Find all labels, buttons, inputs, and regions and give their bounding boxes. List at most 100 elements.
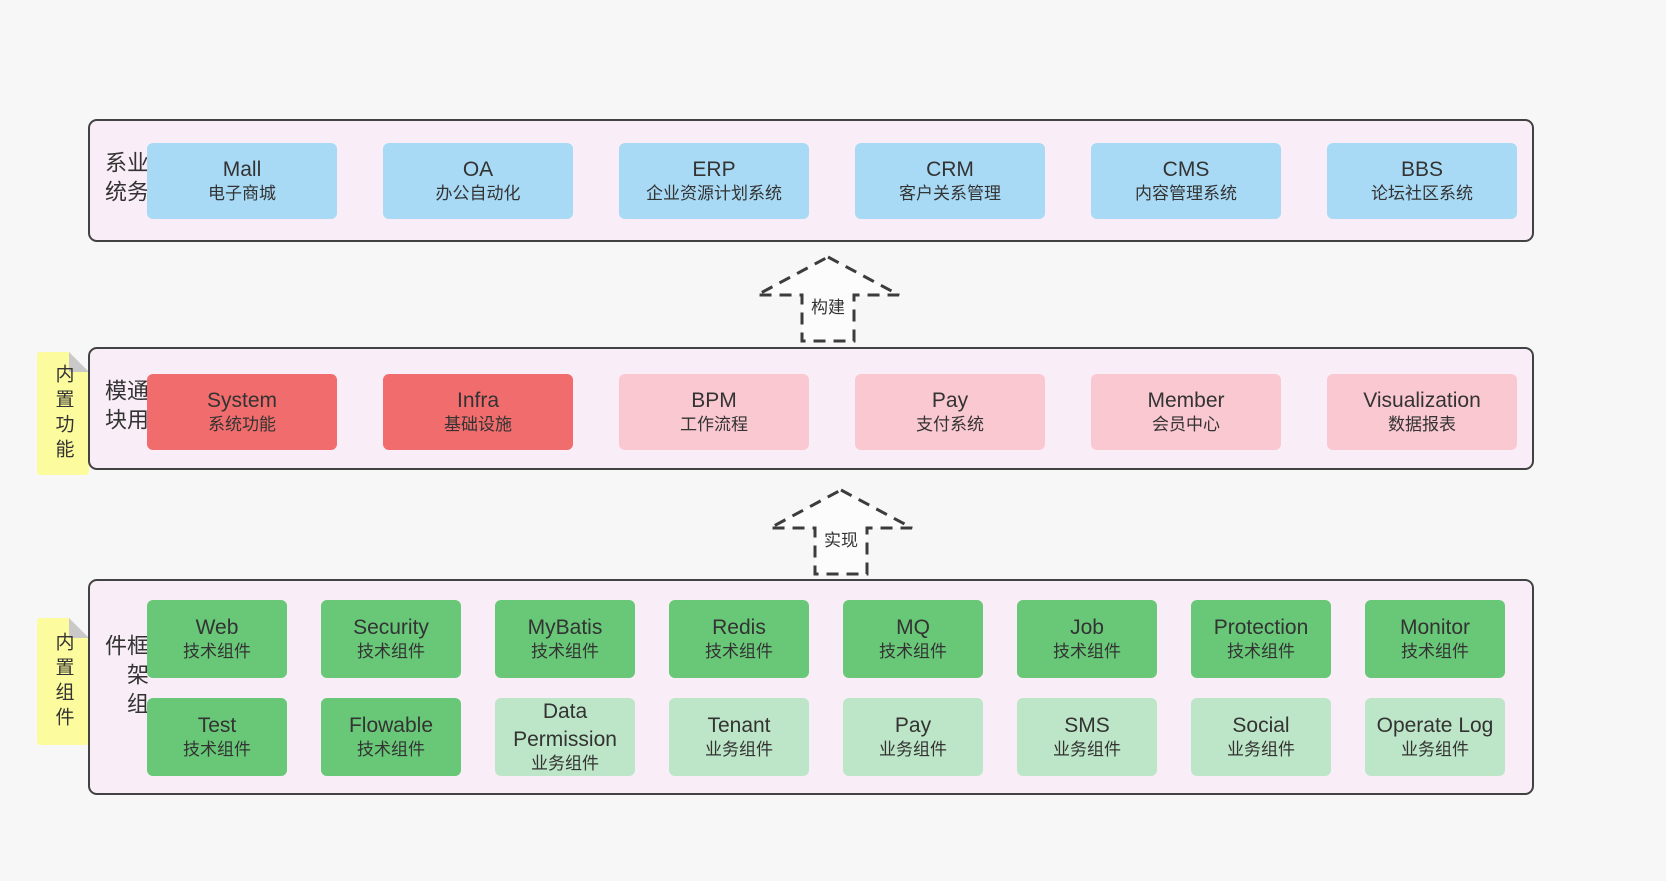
box-job: Job 技术组件 — [1017, 600, 1157, 678]
box-subtitle: 办公自动化 — [435, 184, 521, 204]
box-visualization: Visualization 数据报表 — [1327, 374, 1517, 450]
box-title: Mall — [222, 157, 262, 181]
note-folded-corner-icon — [69, 352, 89, 372]
box-subtitle: 数据报表 — [1388, 415, 1456, 435]
box-mybatis: MyBatis 技术组件 — [495, 600, 635, 678]
sticky-note-built-in-components: 内置组件 — [37, 618, 89, 745]
box-title: OA — [462, 157, 494, 181]
layer-framework-components: 框架组件 Web 技术组件 Security 技术组件 MyBatis 技术组件 Redis… — [88, 579, 1534, 795]
box-social: Social 业务组件 — [1191, 698, 1331, 776]
box-subtitle: 系统功能 — [208, 415, 276, 435]
box-subtitle: 业务组件 — [1053, 740, 1121, 760]
box-crm: CRM 客户关系管理 — [855, 143, 1045, 219]
box-subtitle: 技术组件 — [705, 642, 773, 662]
box-title: Redis — [712, 615, 766, 639]
box-subtitle: 技术组件 — [357, 740, 425, 760]
box-protection: Protection 技术组件 — [1191, 600, 1331, 678]
box-subtitle: 业务组件 — [1227, 740, 1295, 760]
box-title: CMS — [1162, 157, 1210, 181]
layer-label-components: 框架组件 — [102, 634, 149, 721]
box-web: Web 技术组件 — [147, 600, 287, 678]
box-cms: CMS 内容管理系统 — [1091, 143, 1281, 219]
box-title: Operate Log — [1376, 713, 1494, 737]
note-folded-corner-icon — [69, 618, 89, 638]
box-pay: Pay 支付系统 — [855, 374, 1045, 450]
box-subtitle: 技术组件 — [1053, 642, 1121, 662]
sticky-note-text: 内置组件 — [52, 631, 74, 732]
box-title: Data Permission — [513, 700, 617, 751]
box-title: BBS — [1400, 157, 1444, 181]
box-title: ERP — [692, 157, 736, 181]
box-subtitle: 技术组件 — [1401, 642, 1469, 662]
box-subtitle: 技术组件 — [1227, 642, 1295, 662]
arrow-build: 构建 — [753, 253, 903, 345]
box-subtitle: 工作流程 — [680, 415, 748, 435]
box-title: Member — [1147, 388, 1225, 412]
layer-common-modules: 通用模块 System 系统功能 Infra 基础设施 BPM 工作流程 Pay 支付系统 Me… — [88, 347, 1534, 470]
box-oa: OA 办公自动化 — [383, 143, 573, 219]
box-security: Security 技术组件 — [321, 600, 461, 678]
box-title: Infra — [456, 388, 500, 412]
box-title: Pay — [894, 713, 932, 737]
arrow-implement: 实现 — [766, 486, 916, 578]
box-subtitle: 论坛社区系统 — [1371, 184, 1473, 204]
box-title: Web — [195, 615, 239, 639]
box-subtitle: 支付系统 — [916, 415, 984, 435]
box-infra: Infra 基础设施 — [383, 374, 573, 450]
box-title: MQ — [896, 615, 930, 639]
box-title: Monitor — [1399, 615, 1471, 639]
box-title: MyBatis — [527, 615, 603, 639]
box-subtitle: 技术组件 — [357, 642, 425, 662]
box-subtitle: 业务组件 — [1401, 740, 1469, 760]
box-subtitle: 技术组件 — [183, 740, 251, 760]
box-erp: ERP 企业资源计划系统 — [619, 143, 809, 219]
box-title: SMS — [1064, 713, 1110, 737]
box-system: System 系统功能 — [147, 374, 337, 450]
box-title: BPM — [691, 388, 737, 412]
box-mall: Mall 电子商城 — [147, 143, 337, 219]
box-subtitle: 技术组件 — [531, 642, 599, 662]
box-title: Job — [1070, 615, 1104, 639]
box-subtitle: 企业资源计划系统 — [646, 184, 782, 204]
arrow-implement-label: 实现 — [821, 526, 861, 551]
sticky-note-text: 内置功能 — [52, 363, 74, 464]
box-subtitle: 技术组件 — [183, 642, 251, 662]
box-monitor: Monitor 技术组件 — [1365, 600, 1505, 678]
box-title: Test — [197, 713, 237, 737]
box-member: Member 会员中心 — [1091, 374, 1281, 450]
box-title: Tenant — [707, 713, 771, 737]
box-flowable: Flowable 技术组件 — [321, 698, 461, 776]
box-pay: Pay 业务组件 — [843, 698, 983, 776]
box-row-modules: System 系统功能 Infra 基础设施 BPM 工作流程 Pay 支付系统 Member 会… — [147, 374, 1517, 450]
box-title: Visualization — [1363, 388, 1481, 412]
box-sms: SMS 业务组件 — [1017, 698, 1157, 776]
box-title: Pay — [931, 388, 969, 412]
box-tenant: Tenant 业务组件 — [669, 698, 809, 776]
box-bpm: BPM 工作流程 — [619, 374, 809, 450]
box-subtitle: 业务组件 — [705, 740, 773, 760]
box-title: Protection — [1213, 615, 1309, 639]
box-bbs: BBS 论坛社区系统 — [1327, 143, 1517, 219]
box-subtitle: 基础设施 — [444, 415, 512, 435]
layer-label-modules: 通用模块 — [102, 378, 149, 437]
box-subtitle: 客户关系管理 — [899, 184, 1001, 204]
box-title: Flowable — [348, 713, 434, 737]
box-title: Social — [1232, 713, 1290, 737]
box-test: Test 技术组件 — [147, 698, 287, 776]
box-subtitle: 业务组件 — [531, 753, 599, 773]
layer-business-systems: 业务系统 Mall 电子商城 OA 办公自动化 ERP 企业资源计划系统 CRM 客户关系管理… — [88, 119, 1534, 242]
box-subtitle: 电子商城 — [208, 184, 276, 204]
layer-label-business: 业务系统 — [102, 150, 149, 209]
box-subtitle: 内容管理系统 — [1135, 184, 1237, 204]
box-title: System — [206, 388, 277, 412]
box-title: CRM — [926, 157, 974, 181]
box-subtitle: 会员中心 — [1152, 415, 1220, 435]
box-row-business: Mall 电子商城 OA 办公自动化 ERP 企业资源计划系统 CRM 客户关系管理 CMS 内容… — [147, 143, 1517, 219]
box-subtitle: 业务组件 — [879, 740, 947, 760]
box-title: Security — [353, 615, 429, 639]
